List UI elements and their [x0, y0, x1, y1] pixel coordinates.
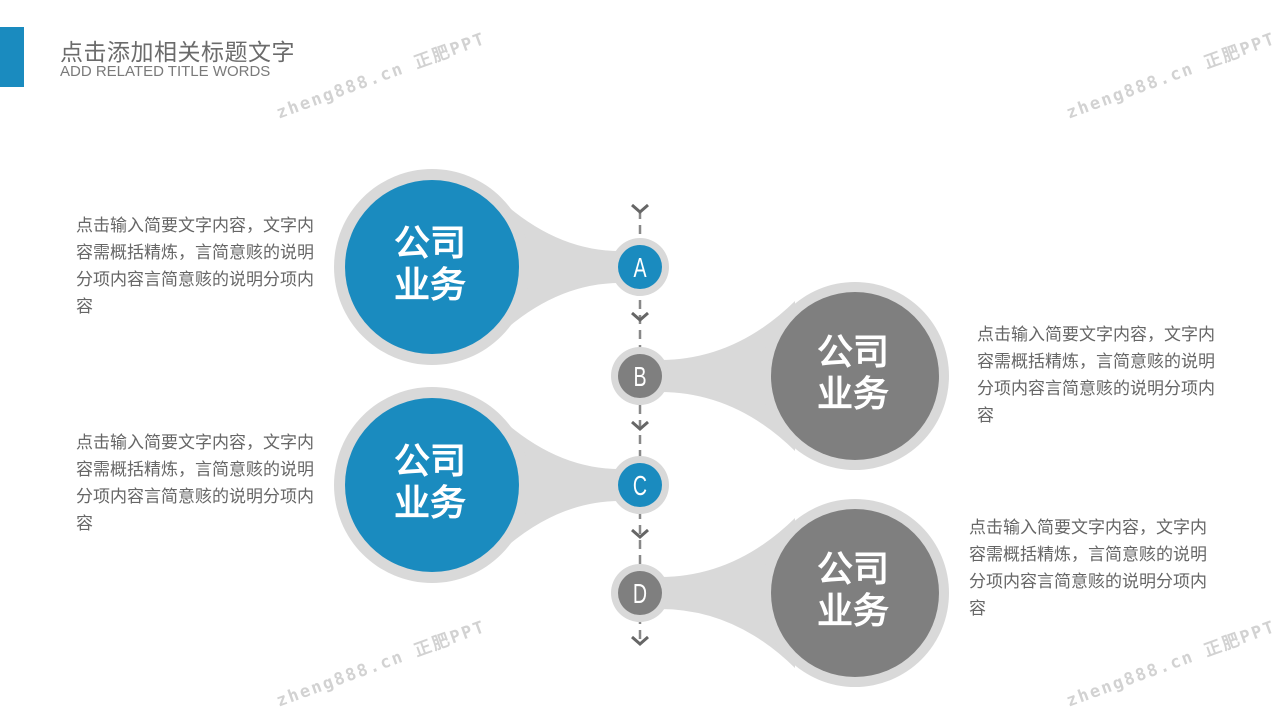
page-subtitle: ADD RELATED TITLE WORDS — [60, 63, 271, 80]
node-letter: C — [633, 471, 647, 502]
big-circle — [345, 398, 519, 572]
node-label-line2: 业务 — [394, 483, 466, 524]
node-label-line2: 业务 — [817, 591, 889, 632]
node-letter: B — [633, 362, 646, 393]
node-c-description: 点击输入简要文字内容，文字内容需概括精炼，言简意赅的说明分项内容言简意赅的说明分… — [76, 433, 314, 534]
node-label-line1: 公司 — [394, 223, 466, 264]
chevron-down-icon — [631, 311, 649, 322]
chevron-down-icon — [631, 203, 649, 214]
node-a-description: 点击输入简要文字内容，文字内容需概括精炼，言简意赅的说明分项内容言简意赅的说明分… — [76, 216, 314, 317]
node-label-line1: 公司 — [394, 441, 466, 482]
letter-circle — [618, 463, 662, 507]
connector-neck — [660, 518, 795, 668]
node-d-description: 点击输入简要文字内容，文字内容需概括精炼，言简意赅的说明分项内容言简意赅的说明分… — [969, 518, 1207, 619]
big-circle — [771, 292, 939, 460]
chevron-down-icon — [631, 528, 649, 539]
chevron-down-icon — [631, 420, 649, 431]
node-b-description: 点击输入简要文字内容，文字内容需概括精炼，言简意赅的说明分项内容言简意赅的说明分… — [977, 325, 1215, 426]
node-label-line1: 公司 — [817, 549, 889, 590]
letter-circle — [618, 354, 662, 398]
node-letter: D — [633, 579, 647, 610]
letter-circle — [618, 571, 662, 615]
letter-circle — [618, 245, 662, 289]
title-accent-bar — [0, 27, 24, 87]
node-label-line2: 业务 — [817, 374, 889, 415]
node-label-line2: 业务 — [394, 265, 466, 306]
node-letter: A — [633, 253, 647, 284]
connector-neck — [492, 192, 620, 342]
big-circle — [771, 509, 939, 677]
connector-neck — [492, 410, 620, 560]
node-label-line1: 公司 — [817, 332, 889, 373]
chevron-down-icon — [631, 635, 649, 646]
big-circle — [345, 180, 519, 354]
page-title: 点击添加相关标题文字 — [60, 40, 295, 66]
connector-neck — [660, 301, 795, 451]
